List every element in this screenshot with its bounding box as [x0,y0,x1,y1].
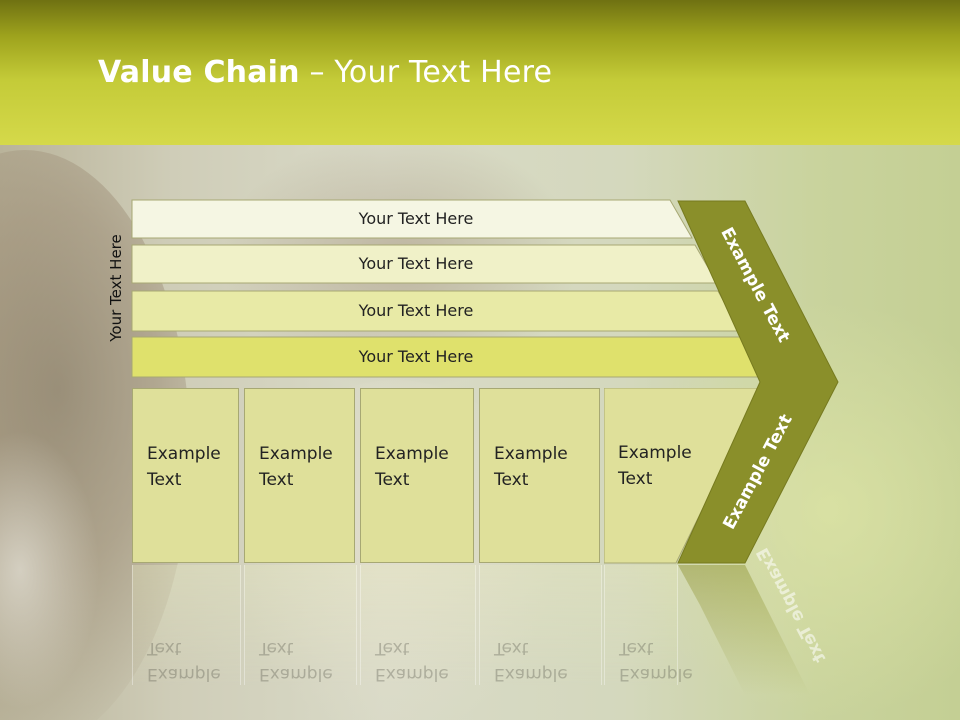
activity-box-5-text: Example Text [618,443,692,489]
activity-box-3-text: Example Text [375,444,449,490]
activity-box-4: Example Text [479,388,600,563]
stack-row-3: Your Text Here [131,290,741,332]
stack-row-2-label: Your Text Here [358,254,474,273]
activity-box-4-text: Example Text [494,444,568,490]
activity-box-2: Example Text [244,388,355,563]
stack-row-1-label: Your Text Here [358,209,474,228]
header-band: Value Chain – Your Text Here [0,0,960,145]
background-shoulder-shape [0,430,100,710]
activity-box-1: Example Text [132,388,239,563]
stack-row-4-label: Your Text Here [358,347,474,366]
stack-row-1: Your Text Here [131,199,693,239]
slide-title: Value Chain – Your Text Here [98,55,552,90]
side-vertical-label: Your Text Here [107,234,125,342]
stack-row-3-label: Your Text Here [358,301,474,320]
stack-row-2: Your Text Here [131,244,718,284]
title-strong: Value Chain [98,55,300,90]
title-rest: – Your Text Here [299,55,553,90]
activity-box-1-text: Example Text [147,444,221,490]
stack-row-4: Your Text Here [131,336,765,378]
activity-box-3: Example Text [360,388,474,563]
activity-box-2-text: Example Text [259,444,333,490]
